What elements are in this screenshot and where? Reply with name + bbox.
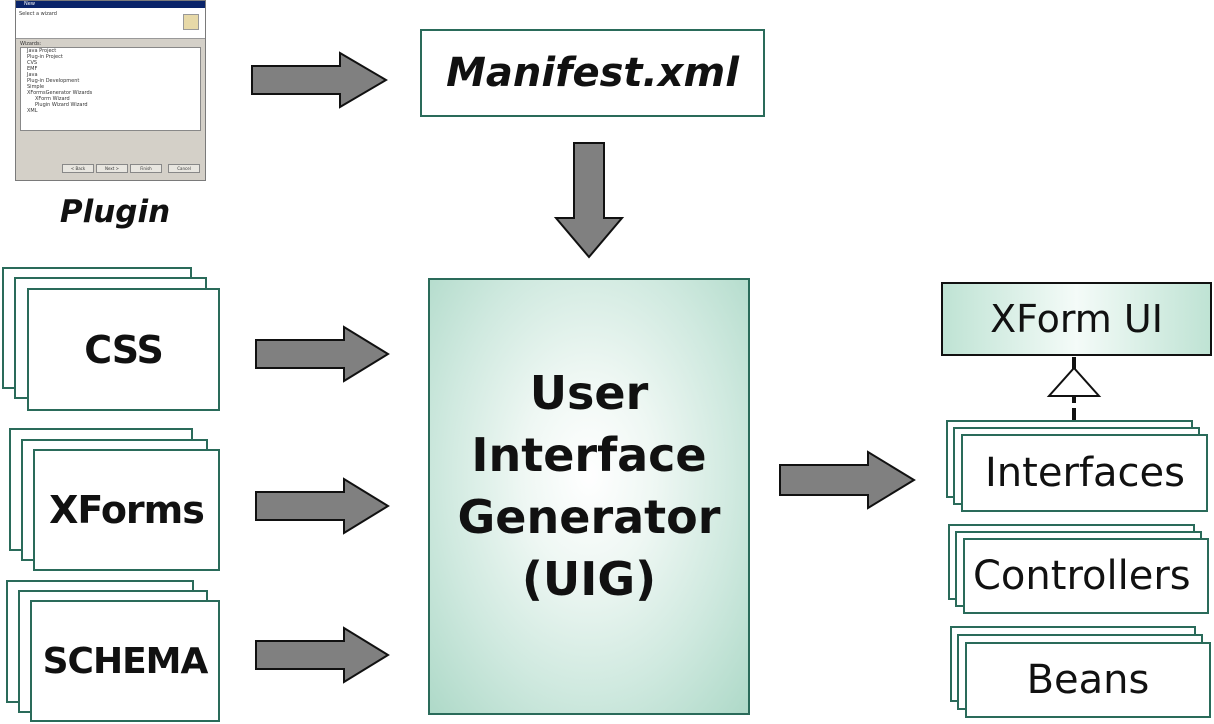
plugin-wizard-screenshot: New Select a wizard Wizards: Java Projec… [15,0,206,181]
uig-line-1: User [529,366,649,420]
wizard-titlebar: New [16,1,205,8]
wizard-list[interactable]: Java Project Plug-in Project CVS EMF Jav… [20,47,201,131]
xform-ui-box [941,282,1212,356]
list-item[interactable]: Java [27,72,38,78]
back-button[interactable]: < Back [62,164,94,173]
beans-label: Beans [1026,657,1150,703]
xforms-label: XForms [49,488,205,532]
list-item[interactable]: XFormsGenerator Wizards [27,90,93,96]
interfaces-label: Interfaces [985,450,1185,496]
interfaces-box [961,434,1208,512]
uig-line-2: Interface [471,428,707,482]
controllers-box [963,538,1209,614]
css-box [27,288,220,411]
schema-label: SCHEMA [42,640,209,682]
beans-box [965,642,1211,718]
arrow-uig-to-outputs [779,450,916,510]
next-button[interactable]: Next > [96,164,128,173]
list-item[interactable]: XML [27,108,38,114]
uig-box [428,278,750,715]
arrow-manifest-to-uig [553,142,625,259]
wizard-heading: Select a wizard [19,11,57,17]
uig-line-3: Generator [457,490,721,544]
list-item[interactable]: Plug-in Project [27,54,63,60]
manifest-box [420,29,765,117]
list-item[interactable]: EMF [27,66,38,72]
manifest-label: Manifest.xml [446,50,739,96]
wizard-buttons: < Back Next > Finish Cancel [16,159,205,179]
uig-line-4: (UIG) [521,552,657,606]
wizard-header: Select a wizard [16,8,205,39]
wizard-banner-icon [183,14,199,30]
uig-label: User Interface Generator (UIG) [428,360,750,612]
xforms-box [33,449,220,571]
wizard-list-label: Wizards: [20,41,42,47]
schema-box [30,600,220,722]
list-item[interactable]: Plugin Wizard Wizard [35,102,88,108]
finish-button[interactable]: Finish [130,164,162,173]
cancel-button[interactable]: Cancel [168,164,200,173]
list-item[interactable]: XForm Wizard [35,96,70,102]
arrow-plugin-to-manifest [251,51,388,109]
arrow-css-to-uig [255,325,390,383]
xform-ui-label: XForm UI [990,297,1163,341]
css-label: CSS [84,327,164,372]
list-item[interactable]: Simple [27,84,45,90]
arrow-xforms-to-uig [255,477,390,535]
list-item[interactable]: Java Project [27,48,57,54]
list-item[interactable]: Plug-in Development [27,78,80,84]
list-item[interactable]: CVS [27,60,38,66]
generalization-triangle-icon [1046,366,1102,397]
controllers-label: Controllers [973,553,1191,599]
arrow-schema-to-uig [255,626,390,684]
plugin-caption: Plugin [59,194,171,230]
